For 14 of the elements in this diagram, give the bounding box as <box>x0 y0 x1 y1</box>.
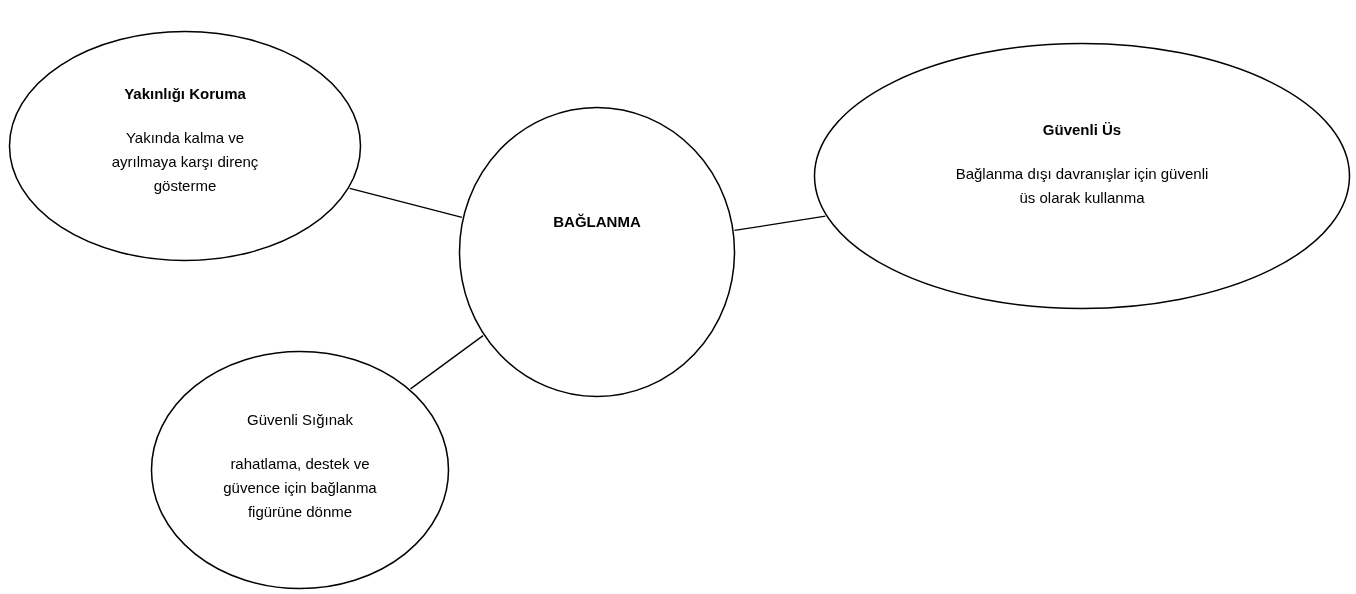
connector-line <box>733 215 827 232</box>
node-heading: BAĞLANMA <box>553 212 641 232</box>
node-description: Yakında kalma ve ayrılmaya karşı direnç gösterme <box>110 128 260 196</box>
node-description: rahatlama, destek ve güvence için bağlanma figürüne dönme <box>222 454 378 522</box>
node-heading: Güvenli Sığınak <box>247 410 353 430</box>
node-description: Bağlanma dışı davranışlar için güvenli üs olarak kullanma <box>954 164 1210 208</box>
ellipse-node <box>150 350 450 590</box>
ellipse-node <box>458 106 736 398</box>
node-heading: Yakınlığı Koruma <box>124 84 246 104</box>
ellipse-node <box>8 30 362 262</box>
connector-line <box>349 187 463 218</box>
connector-line <box>409 335 484 390</box>
node-heading: Güvenli Üs <box>1042 120 1122 140</box>
ellipse-node <box>813 42 1351 310</box>
